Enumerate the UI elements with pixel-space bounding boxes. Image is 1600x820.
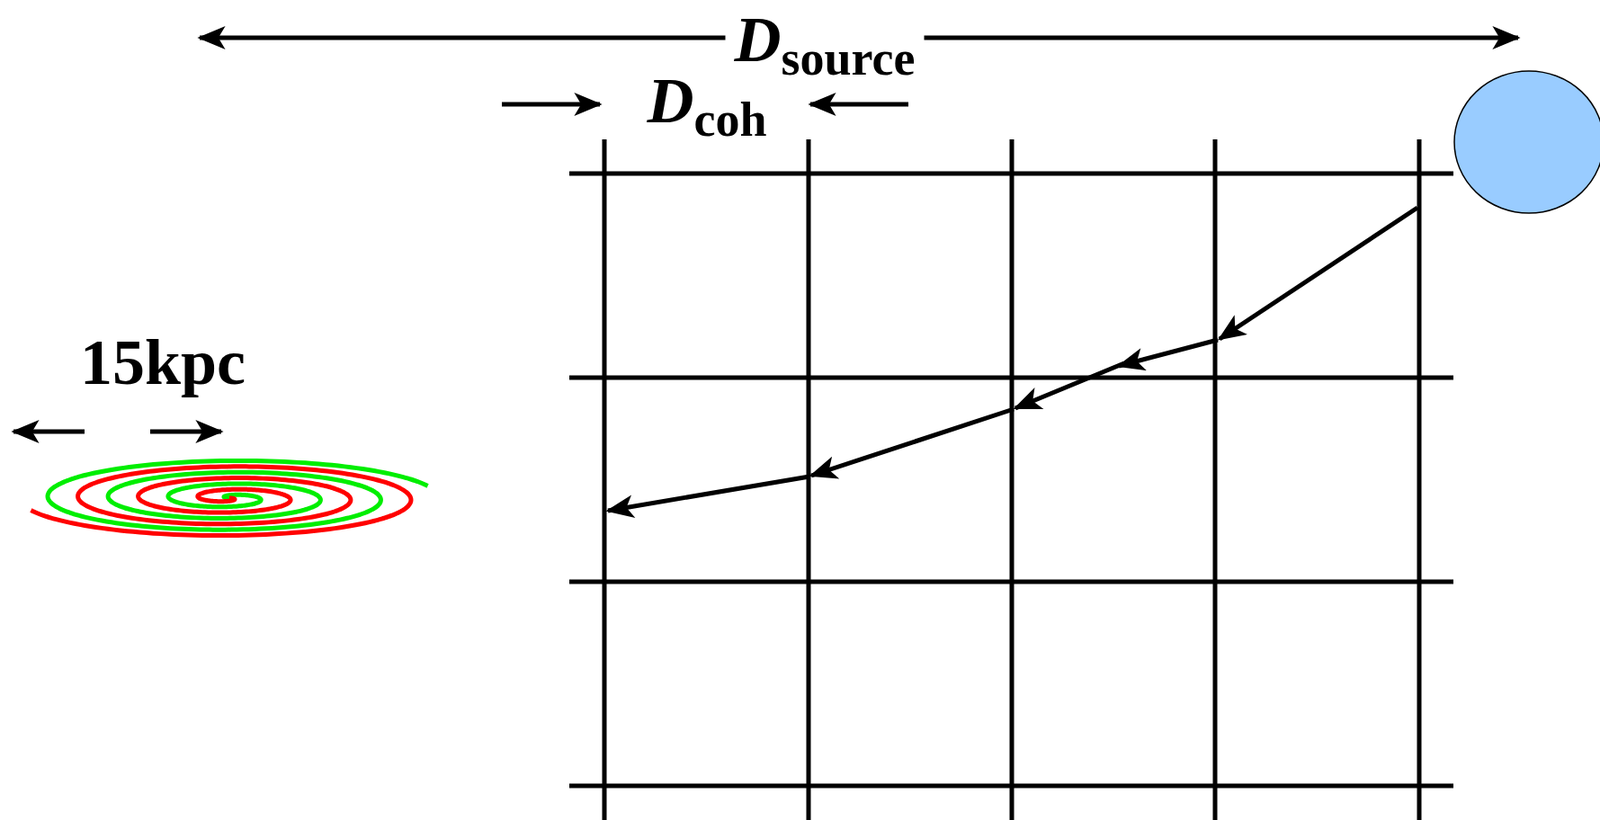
subscript-label: coh xyxy=(694,95,768,144)
coherence-arrow xyxy=(810,102,909,108)
coherence-arrow xyxy=(501,102,600,108)
symbol-label: 15kpc xyxy=(80,330,246,395)
propagation-path xyxy=(607,207,1418,511)
subscript-label: source xyxy=(781,34,916,83)
size-arrow xyxy=(150,429,222,435)
galaxy-spiral xyxy=(47,460,429,530)
coherence-grid xyxy=(569,139,1454,820)
source-circle xyxy=(1454,71,1600,214)
size-arrow xyxy=(13,429,85,435)
size-label: 15kpc xyxy=(71,330,255,395)
symbol-label: D xyxy=(734,7,782,72)
distance-label: Dsource xyxy=(725,7,925,72)
galaxy-spiral xyxy=(30,466,412,537)
symbol-label: D xyxy=(647,68,695,134)
coherence-label: Dcoh xyxy=(638,68,777,134)
